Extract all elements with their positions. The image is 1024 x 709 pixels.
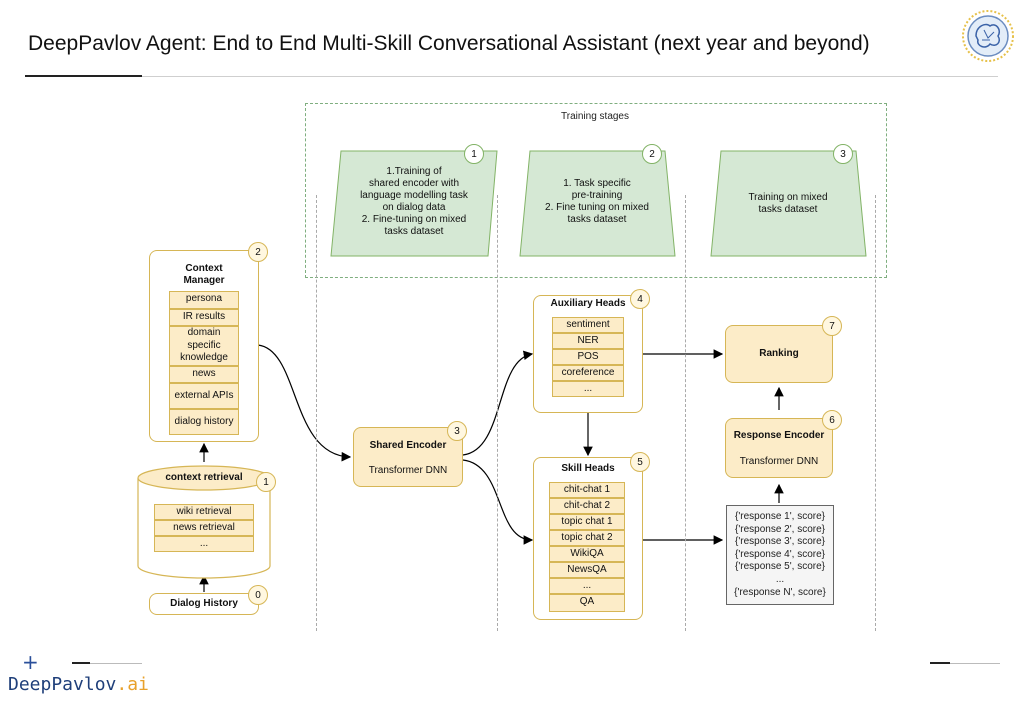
retrieval-item: ...: [154, 536, 254, 552]
skill-head-item: topic chat 1: [549, 514, 625, 530]
context-item: dialog history: [169, 409, 239, 435]
brain-logo-icon: [962, 10, 1014, 62]
context-retrieval-title: context retrieval: [165, 472, 243, 483]
training-stages-region: [305, 103, 887, 278]
ranking-badge: 7: [822, 316, 842, 336]
auxiliary-heads-title: Auxiliary Heads: [550, 298, 626, 309]
stage-3-text: Training on mixed tasks dataset: [748, 192, 828, 215]
shared-encoder-title: Shared Encoder: [369, 440, 447, 451]
slide-title: DeepPavlov Agent: End to End Multi-Skill…: [28, 32, 870, 55]
column-divider: [685, 195, 686, 631]
dialog-history-badge: 0: [248, 585, 268, 605]
ranking-title: Ranking: [759, 348, 799, 359]
stage-1-badge: 1: [464, 144, 484, 164]
shared-encoder-box: [353, 427, 463, 487]
context-retrieval-badge: 1: [256, 472, 276, 492]
aux-head-item: POS: [552, 349, 624, 365]
dialog-history-title: Dialog History: [170, 598, 238, 609]
skill-heads-title: Skill Heads: [561, 463, 615, 474]
plus-icon: +: [22, 650, 39, 674]
skill-head-item: ...: [549, 578, 625, 594]
skill-head-item: chit-chat 1: [549, 482, 625, 498]
footer-divider-right: [930, 663, 1000, 664]
footer-accent-right: [930, 662, 950, 664]
skill-head-item: WikiQA: [549, 546, 625, 562]
context-item: domain specific knowledge: [169, 326, 239, 366]
response-item: {'response 4', score}: [735, 548, 825, 560]
header-accent-bar: [25, 75, 142, 77]
response-item: {'response 3', score}: [735, 536, 825, 548]
context-item: persona: [169, 291, 239, 309]
skill-head-item: topic chat 2: [549, 530, 625, 546]
response-encoder-title: Response Encoder: [733, 430, 825, 441]
footer-brand-suffix: .ai: [116, 674, 149, 695]
response-encoder-subtitle: Transformer DNN: [739, 456, 819, 467]
response-item: {'response 2', score}: [735, 523, 825, 535]
aux-head-item: ...: [552, 381, 624, 397]
skill-head-item: chit-chat 2: [549, 498, 625, 514]
response-encoder-badge: 6: [822, 410, 842, 430]
response-item: {'response N', score}: [734, 586, 826, 598]
response-item: ...: [775, 573, 785, 585]
stage-2-text: 1. Task specific pre-training 2. Fine tu…: [545, 178, 649, 225]
column-divider: [316, 195, 317, 631]
shared-encoder-subtitle: Transformer DNN: [368, 465, 448, 476]
context-item: external APIs: [169, 383, 239, 409]
footer-divider-left: [72, 663, 142, 664]
stage-2-badge: 2: [642, 144, 662, 164]
footer-accent-left: [72, 662, 90, 664]
context-item: news: [169, 366, 239, 383]
skill-head-item: QA: [549, 594, 625, 612]
context-item: IR results: [169, 309, 239, 326]
retrieval-item: news retrieval: [154, 520, 254, 536]
footer-brand-name: DeepPavlov: [8, 674, 117, 695]
column-divider: [497, 195, 498, 631]
auxiliary-heads-badge: 4: [630, 289, 650, 309]
context-manager-title: Context Manager: [183, 263, 225, 286]
column-divider: [875, 195, 876, 631]
aux-head-item: sentiment: [552, 317, 624, 333]
footer-brand: DeepPavlov.ai: [8, 674, 149, 695]
response-encoder-box: [725, 418, 833, 478]
skill-heads-badge: 5: [630, 452, 650, 472]
stage-1-text: 1.Training of shared encoder with langua…: [360, 166, 468, 237]
stage-3-badge: 3: [833, 144, 853, 164]
aux-head-item: coreference: [552, 365, 624, 381]
aux-head-item: NER: [552, 333, 624, 349]
training-stages-label: Training stages: [561, 111, 629, 122]
response-item: {'response 5', score}: [735, 561, 825, 573]
ranking-box: [725, 325, 833, 383]
retrieval-item: wiki retrieval: [154, 504, 254, 520]
context-manager-badge: 2: [248, 242, 268, 262]
header-divider: [25, 76, 998, 77]
shared-encoder-badge: 3: [447, 421, 467, 441]
response-item: {'response 1', score}: [735, 511, 825, 522]
skill-head-item: NewsQA: [549, 562, 625, 578]
responses-list: {'response 1', score} {'response 2', sco…: [726, 505, 834, 605]
